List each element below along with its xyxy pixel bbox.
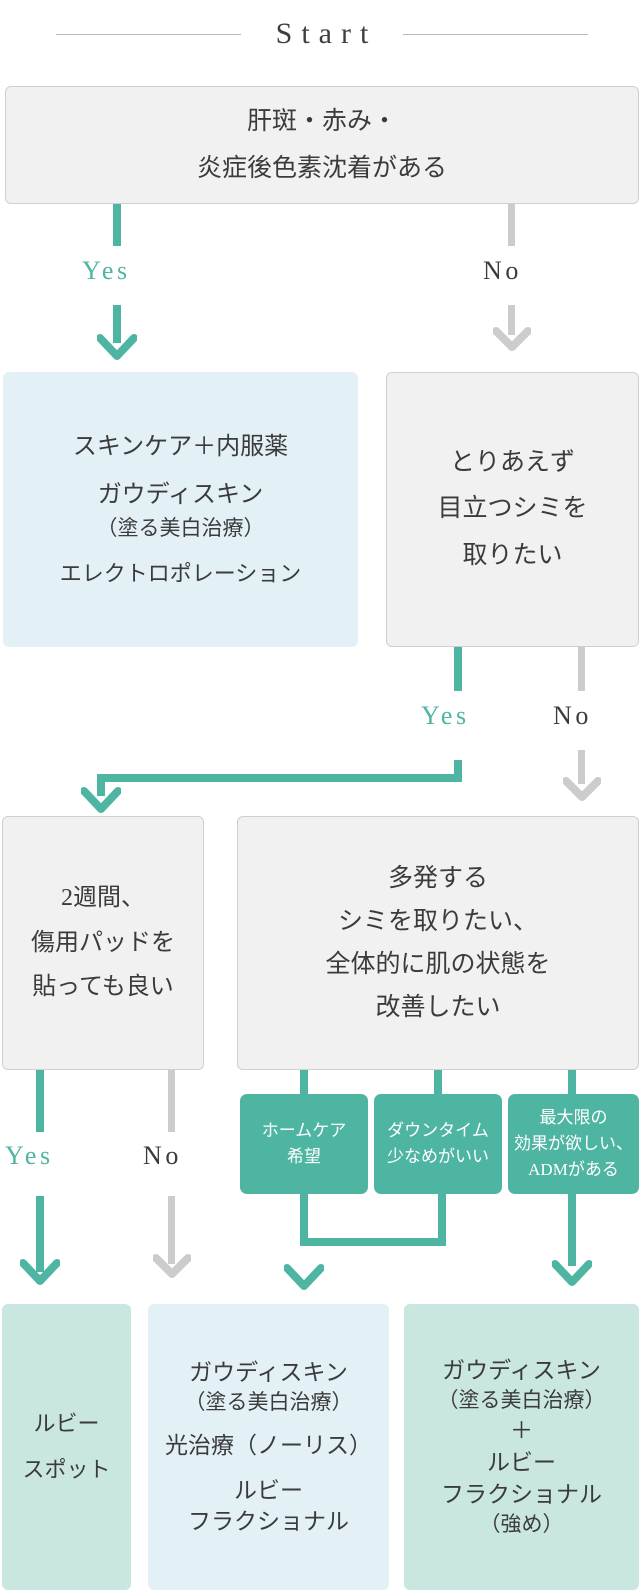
result-strong-line-5: フラクショナル (441, 1481, 602, 1507)
connector-q2-no-stub (578, 647, 585, 691)
result-strong-line-1: ガウディスキン (442, 1357, 601, 1383)
question-multiple-spots-line-3: 全体的に肌の状態を (325, 951, 551, 978)
option-max-effect-line-3: ADMがある (528, 1159, 619, 1179)
result-gaudiskin-photo-line-4: ルビー (234, 1478, 303, 1504)
arrowhead-q3-no (153, 1252, 191, 1282)
connector-q1-yes-shaft (113, 305, 121, 343)
result-gaudiskin-photo-group-3: ルビー フラクショナル (188, 1475, 349, 1537)
question-remove-spots-line-1: とりあえず (449, 449, 575, 477)
result-skincare-line-4: エレクトロポレーション (59, 560, 302, 586)
result-gaudiskin-photo-group-2: 光治療（ノーリス） (165, 1430, 372, 1461)
connector-option3-drop (568, 1194, 576, 1266)
connector-option1-drop (300, 1194, 308, 1244)
result-gaudiskin-ruby-strong-box[interactable]: ガウディスキン （塗る美白治療） ＋ ルビー フラクショナル （強め） (404, 1304, 639, 1590)
question-remove-spots-line-3: 取りたい (462, 541, 563, 569)
question-multiple-spots-line-1: 多発する (387, 865, 488, 892)
label-yes-q1: Yes (82, 256, 131, 285)
connector-q1-yes-stub (113, 204, 121, 246)
question-multiple-spots-box[interactable]: 多発する シミを取りたい、 全体的に肌の状態を 改善したい (237, 816, 639, 1070)
option-max-effect-line-2: 効果が欲しい、 (514, 1134, 633, 1154)
result-gaudiskin-photo-line-5: フラクショナル (188, 1509, 349, 1535)
result-skincare-box[interactable]: スキンケア＋内服薬 ガウディスキン （塗る美白治療） エレクトロポレーション (3, 372, 358, 647)
connector-q1-no-stub (508, 204, 515, 246)
connector-q4-to-option-2 (434, 1070, 442, 1094)
result-gaudiskin-photo-line-2: （塗る美白治療） (184, 1389, 353, 1414)
result-strong-line-4: ルビー (487, 1450, 556, 1475)
result-gaudiskin-photo-box[interactable]: ガウディスキン （塗る美白治療） 光治療（ノーリス） ルビー フラクショナル (148, 1304, 389, 1590)
label-no-q3: No (143, 1141, 183, 1170)
question-wound-pad-line-1: 2週間、 (61, 885, 145, 912)
connector-q3-yes-stub (36, 1070, 44, 1132)
connector-q2-yes-stub (454, 647, 462, 691)
result-skincare-line-2: ガウディスキン (97, 482, 264, 509)
question-remove-spots-box[interactable]: とりあえず 目立つシミを 取りたい (386, 372, 639, 647)
result-ruby-spot-line-2: スポット (22, 1457, 111, 1482)
connector-q2-yes-descend (97, 774, 105, 796)
result-skincare-line-1: スキンケア＋内服薬 (72, 433, 289, 460)
result-ruby-spot-line-1: ルビー (33, 1410, 100, 1436)
connector-q2-yes-drop (454, 760, 462, 782)
option-max-effect-box[interactable]: 最大限の 効果が欲しい、 ADMがある (508, 1094, 639, 1194)
result-skincare-group-2: ガウディスキン （塗る美白治療） (97, 478, 265, 543)
option-downtime-line-1: ダウンタイム (387, 1120, 489, 1140)
connector-options-merge-bar (300, 1238, 446, 1246)
result-skincare-group-3: エレクトロポレーション (60, 558, 302, 590)
result-skincare-group-1: スキンケア＋内服薬 (73, 430, 288, 465)
option-max-effect-line-1: 最大限の (539, 1108, 608, 1128)
connector-q1-no-shaft (508, 305, 515, 335)
question-melasma-box[interactable]: 肝斑・赤み・ 炎症後色素沈着がある (5, 86, 639, 204)
arrowhead-q1-yes (97, 332, 137, 364)
result-strong-line-3: ＋ (510, 1418, 533, 1444)
label-yes-q2: Yes (421, 701, 470, 730)
question-melasma-line-1: 肝斑・赤み・ (246, 107, 397, 135)
option-homecare-line-1: ホームケア (261, 1120, 347, 1140)
arrowhead-options-merged (284, 1262, 324, 1294)
connector-q2-no-shaft (578, 750, 585, 784)
question-melasma-line-2: 炎症後色素沈着がある (196, 155, 447, 182)
arrowhead-q1-no (493, 325, 531, 355)
result-gaudiskin-photo-line-1: ガウディスキン (189, 1359, 348, 1385)
connector-q2-yes-horizontal (97, 774, 462, 782)
result-skincare-line-3: （塗る美白治療） (96, 516, 265, 541)
question-wound-pad-line-3: 貼っても良い (32, 974, 174, 1001)
label-yes-q3: Yes (5, 1141, 54, 1170)
connector-q4-to-option-3 (568, 1070, 576, 1094)
result-ruby-spot-box[interactable]: ルビー スポット (2, 1304, 131, 1590)
option-downtime-box[interactable]: ダウンタイム 少なめがいい (374, 1094, 502, 1194)
option-homecare-box[interactable]: ホームケア 希望 (240, 1094, 368, 1194)
start-title: Start (275, 17, 378, 50)
option-homecare-line-2: 希望 (287, 1147, 321, 1166)
result-gaudiskin-photo-line-3: 光治療（ノーリス） (165, 1433, 372, 1459)
arrowhead-option3 (552, 1258, 592, 1290)
question-remove-spots-line-2: 目立つシミを (437, 495, 588, 523)
question-multiple-spots-line-2: シミを取りたい、 (337, 908, 538, 935)
connector-option2-drop (438, 1194, 446, 1238)
question-wound-pad-line-2: 傷用パッドを (31, 929, 175, 956)
arrowhead-q3-yes (20, 1257, 60, 1289)
result-strong-line-2: （塗る美白治療） (437, 1388, 606, 1413)
arrowhead-q2-yes (81, 785, 121, 817)
start-rule-right (403, 33, 589, 35)
start-rule-left (55, 33, 241, 35)
arrowhead-q2-no (563, 775, 601, 805)
start-header: Start (0, 8, 644, 60)
result-strong-line-6: （強め） (479, 1512, 564, 1537)
connector-q3-yes-shaft (36, 1196, 44, 1272)
label-no-q2: No (553, 701, 593, 730)
question-multiple-spots-line-4: 改善したい (375, 994, 501, 1021)
question-wound-pad-box[interactable]: 2週間、 傷用パッドを 貼っても良い (2, 816, 204, 1070)
label-no-q1: No (483, 256, 523, 285)
result-gaudiskin-photo-group-1: ガウディスキン （塗る美白治療） (185, 1357, 353, 1416)
option-downtime-line-2: 少なめがいい (387, 1147, 489, 1166)
connector-q4-to-option-1 (300, 1070, 308, 1094)
connector-q3-no-shaft (168, 1196, 175, 1264)
connector-q3-no-stub (168, 1070, 175, 1132)
